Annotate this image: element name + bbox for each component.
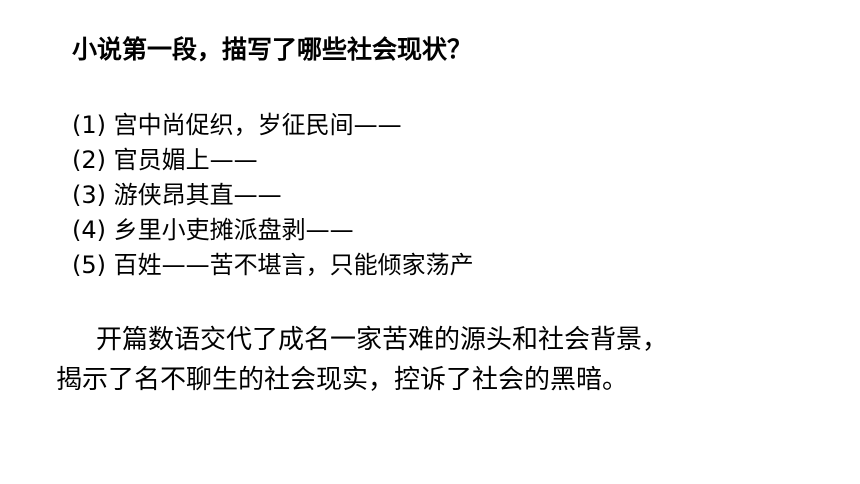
summary-paragraph: 开篇数语交代了成名一家苦难的源头和社会背景， 揭示了名不聊生的社会现实，控诉了社… <box>56 320 796 400</box>
list-item: (1) 宫中尚促织，岁征民间—— <box>72 111 402 139</box>
list-item: (5) 百姓——苦不堪言，只能倾家荡产 <box>72 251 474 279</box>
summary-line: 揭示了名不聊生的社会现实，控诉了社会的黑暗。 <box>56 365 629 395</box>
phenomena-list: (1) 宫中尚促织，岁征民间—— (2) 官员媚上—— (3) 游侠昂其直—— … <box>72 108 474 283</box>
question-heading: 小说第一段，描写了哪些社会现状？ <box>72 35 473 64</box>
list-item: (2) 官员媚上—— <box>72 146 258 174</box>
list-item: (4) 乡里小吏摊派盘剥—— <box>72 216 354 244</box>
list-item: (3) 游侠昂其直—— <box>72 181 282 209</box>
summary-line: 开篇数语交代了成名一家苦难的源头和社会背景， <box>96 325 669 355</box>
